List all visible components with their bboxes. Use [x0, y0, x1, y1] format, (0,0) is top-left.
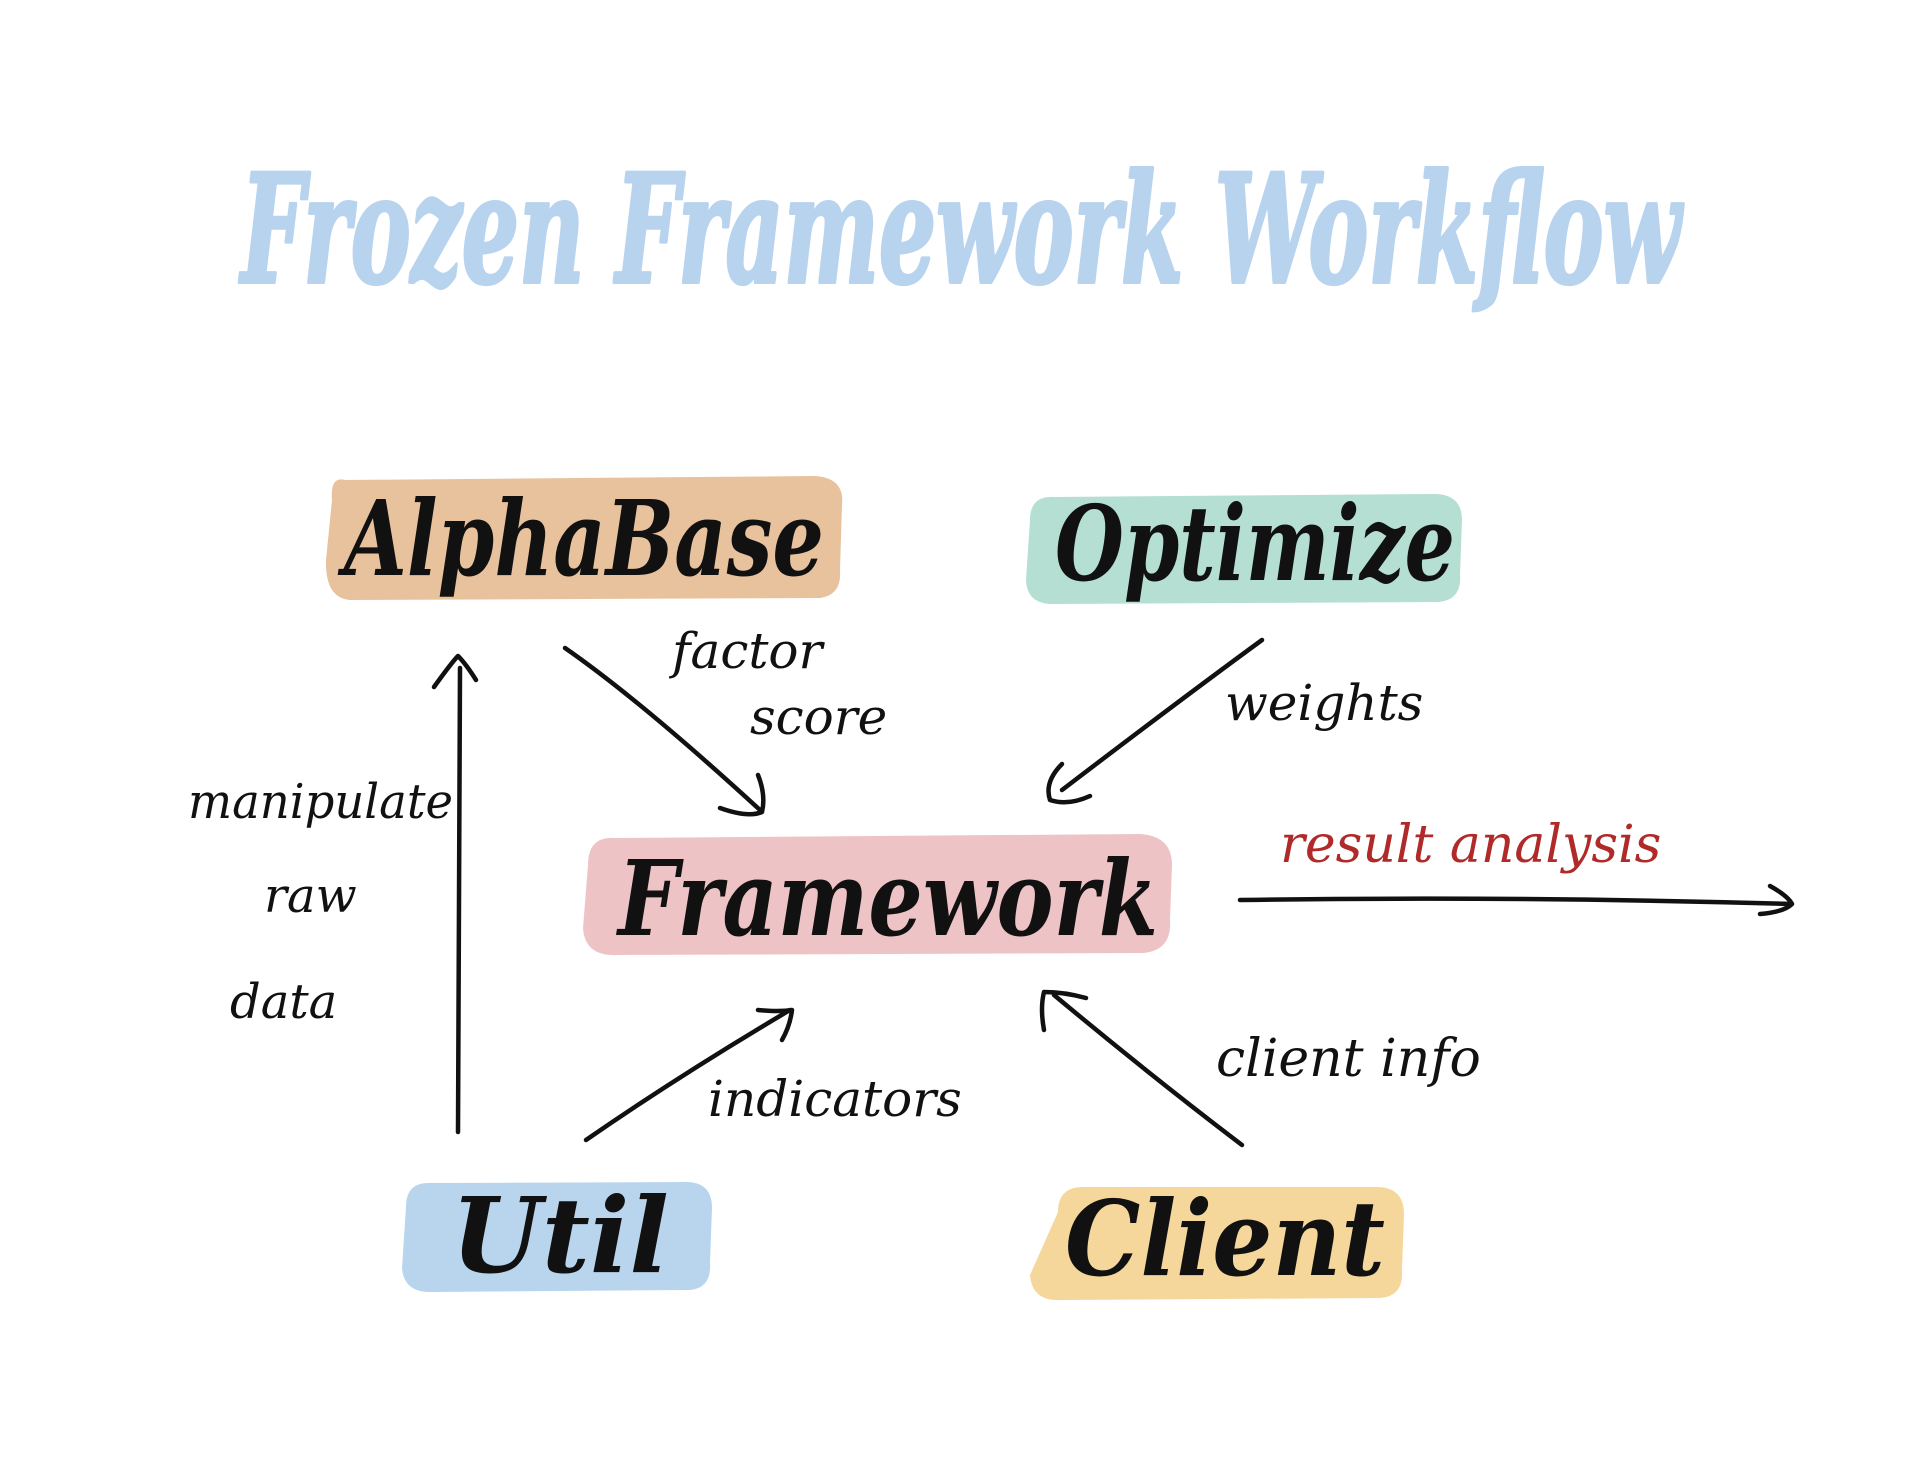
framework-label: Framework [616, 837, 1158, 960]
edge-result-analysis [1237, 883, 1795, 917]
arrowhead-optimize-framework [1046, 761, 1093, 805]
optimize-highlight [1026, 494, 1462, 605]
edge-client-to-framework [1039, 989, 1245, 1148]
arrowhead-result-analysis [1757, 883, 1795, 917]
edge-util-to-alphabase [431, 653, 479, 1135]
alphabase-label: AlphaBase [337, 477, 824, 600]
edge-label-factor: factor [668, 622, 826, 680]
edge-label-indicators: indicators [708, 1070, 962, 1128]
arrow-util-alphabase [455, 665, 463, 1135]
arrowhead-util-framework [755, 1007, 795, 1043]
edge-label-score: score [750, 688, 887, 746]
arrow-client-framework [1051, 992, 1245, 1148]
arrowhead-client-framework [1039, 989, 1089, 1033]
alphabase-highlight [325, 476, 843, 600]
util-label: Util [451, 1174, 669, 1297]
node-client: Client [1030, 1177, 1404, 1301]
edge-label-manipulate: manipulate [188, 774, 453, 830]
edge-alphabase-to-framework [562, 645, 766, 817]
node-alphabase: AlphaBase [325, 476, 843, 600]
arrowhead-alphabase-framework [717, 772, 766, 817]
edge-label-client-info: client info [1216, 1029, 1481, 1089]
diagram-title: Frozen Framework Workflow [239, 142, 1684, 318]
optimize-label: Optimize [1055, 482, 1455, 605]
framework-highlight [583, 834, 1172, 956]
client-label: Client [1065, 1177, 1385, 1300]
arrowhead-util-alphabase [431, 653, 479, 690]
arrow-result-analysis [1237, 896, 1793, 907]
edge-util-to-framework [583, 1007, 795, 1143]
edge-label-weights: weights [1225, 674, 1423, 732]
edge-label-result-analysis: result analysis [1280, 815, 1661, 875]
client-highlight [1030, 1186, 1404, 1301]
edge-optimize-to-framework [1046, 637, 1265, 805]
edge-label-data: data [230, 974, 337, 1030]
arrow-alphabase-framework [562, 645, 763, 813]
arrow-util-framework [583, 1007, 793, 1143]
arrow-optimize-framework [1059, 637, 1265, 793]
util-highlight [402, 1182, 712, 1293]
edge-label-raw: raw [264, 868, 357, 924]
node-util: Util [402, 1174, 712, 1297]
node-optimize: Optimize [1026, 482, 1462, 605]
node-framework: Framework [583, 834, 1172, 960]
